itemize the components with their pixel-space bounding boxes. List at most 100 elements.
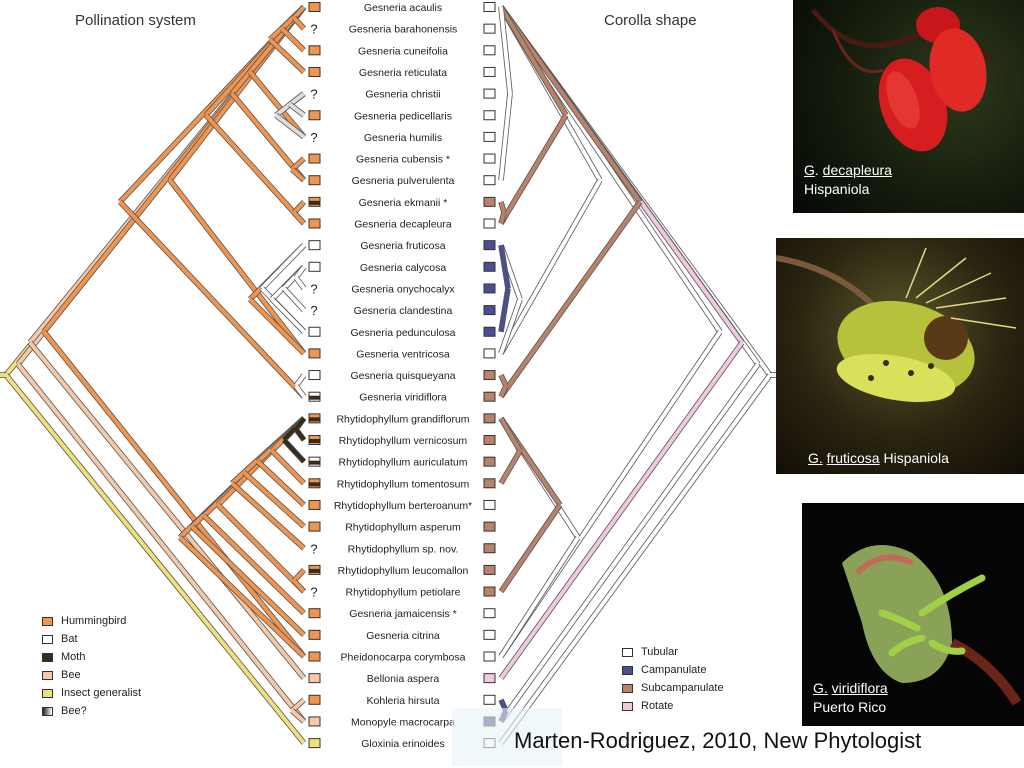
taxon-label: Gesneria ekmanii * (359, 197, 448, 209)
taxon-label: Gesneria barahonensis (349, 24, 458, 36)
pollination-box (308, 629, 321, 640)
pollination-system-header: Pollination system (75, 12, 196, 29)
corolla-box (483, 543, 496, 554)
corolla-legend: Tubular Campanulate Subcampanulate Rotat… (622, 643, 724, 715)
pollination-branch (294, 417, 306, 431)
pollination-box (308, 66, 321, 77)
bee-unknown-swatch (42, 706, 53, 716)
pollination-box (308, 651, 321, 662)
taxon-label: Rhytidophyllum sp. nov. (348, 543, 459, 555)
moth-band (309, 395, 320, 400)
pollination-box (308, 326, 321, 337)
corolla-branch (499, 244, 510, 289)
pollination-branch (242, 470, 306, 529)
pollination-branch (294, 373, 306, 388)
corolla-box (483, 564, 496, 575)
corolla-box (483, 499, 496, 510)
corolla-box (483, 456, 496, 467)
pollination-branch (268, 38, 306, 74)
taxon-label: Gesneria reticulata (359, 67, 447, 79)
taxon-label: Gesneria quisqueyana (350, 370, 455, 382)
taxon-label: Rhytidophyllum petiolare (346, 587, 461, 599)
corolla-box (483, 66, 496, 77)
pollination-box (308, 110, 321, 121)
taxon-label: Monopyle macrocarpa (351, 716, 455, 728)
taxon-label: Gesneria calycosa (360, 262, 447, 274)
photo-viridiflora (802, 503, 1024, 726)
taxon-label: Rhytidophyllum grandiflorum (336, 413, 469, 425)
corolla-branch (499, 374, 508, 387)
corolla-box (483, 370, 496, 381)
taxon-label: Gesneria cubensis * (356, 154, 450, 166)
pollination-branch (282, 287, 306, 312)
pollination-branch (16, 362, 306, 723)
pollination-branch (190, 525, 306, 637)
taxon-label: Kohleria hirsuta (367, 695, 440, 707)
taxon-label: Gesneria fruticosa (360, 240, 445, 252)
taxon-label: Pheidonocarpa corymbosa (341, 652, 466, 664)
legend-rotate: Rotate (622, 697, 724, 715)
corolla-branch (499, 449, 522, 485)
unknown-pollinator-mark: ? (310, 87, 317, 102)
rotate-swatch (622, 701, 633, 711)
corolla-box (483, 261, 496, 272)
corolla-box (483, 651, 496, 662)
corolla-box (483, 673, 496, 684)
corolla-branch (499, 200, 642, 398)
pollination-branch (216, 503, 306, 593)
corolla-branch (499, 6, 512, 94)
corolla-box (483, 629, 496, 640)
corolla-box (483, 45, 496, 56)
corolla-branch (499, 288, 510, 333)
taxon-label: Gesneria christii (365, 89, 440, 101)
corolla-box (483, 608, 496, 619)
corolla-shape-header: Corolla shape (604, 12, 697, 29)
corolla-box (483, 435, 496, 445)
corolla-branch (499, 201, 506, 214)
fruticosa-flower-image (776, 247, 1017, 403)
pollination-box (308, 348, 321, 359)
pollination-branch (294, 265, 306, 279)
corolla-branch (499, 363, 760, 723)
bat-swatch (42, 634, 53, 644)
corolla-box (483, 196, 496, 207)
unknown-pollinator-mark: ? (310, 281, 317, 296)
legend-bee-unknown: Bee? (42, 702, 141, 720)
pollination-box (308, 738, 321, 749)
taxon-label: Bellonia aspera (367, 673, 440, 685)
taxon-label: Gesneria decapleura (354, 219, 452, 231)
pollination-box (308, 499, 321, 510)
pollination-branch (118, 200, 306, 399)
unknown-pollinator-mark: ? (310, 585, 317, 600)
legend-moth: Moth (42, 648, 141, 666)
taxon-label: Gesneria ventricosa (356, 348, 450, 360)
taxon-label: Gesneria pedunculosa (350, 327, 455, 339)
caption-fruticosa: G. fruticosa Hispaniola (808, 450, 949, 466)
moth-band (309, 568, 320, 573)
taxon-label: Gesneria onychocalyx (351, 283, 455, 295)
legend-bat: Bat (42, 630, 141, 648)
pollination-box (308, 45, 321, 56)
corolla-box (483, 391, 496, 402)
pollination-branch (292, 579, 306, 593)
unknown-pollinator-mark: ? (310, 130, 317, 145)
corolla-box (483, 478, 496, 489)
pollination-box (308, 694, 321, 705)
taxon-label: Rhytidophyllum berteroanum* (334, 500, 472, 512)
pollination-box (308, 175, 321, 186)
corolla-branch (499, 179, 602, 355)
corolla-box (483, 153, 496, 164)
corolla-box (483, 240, 496, 251)
legend-insect-generalist: Insect generalist (42, 684, 141, 702)
taxon-label: Gloxinia erinoides (361, 738, 444, 750)
pollination-branch (204, 113, 306, 225)
unknown-pollinator-mark: ? (310, 303, 317, 318)
taxon-label: Gesneria cuneifolia (358, 45, 448, 57)
legend-subcampanulate: Subcampanulate (622, 679, 724, 697)
viridiflora-flower-image (842, 545, 1022, 706)
taxon-label: Gesneria jamaicensis * (349, 608, 456, 620)
tubular-swatch (622, 647, 633, 657)
corolla-box (483, 348, 496, 359)
pollination-branch (168, 178, 306, 355)
